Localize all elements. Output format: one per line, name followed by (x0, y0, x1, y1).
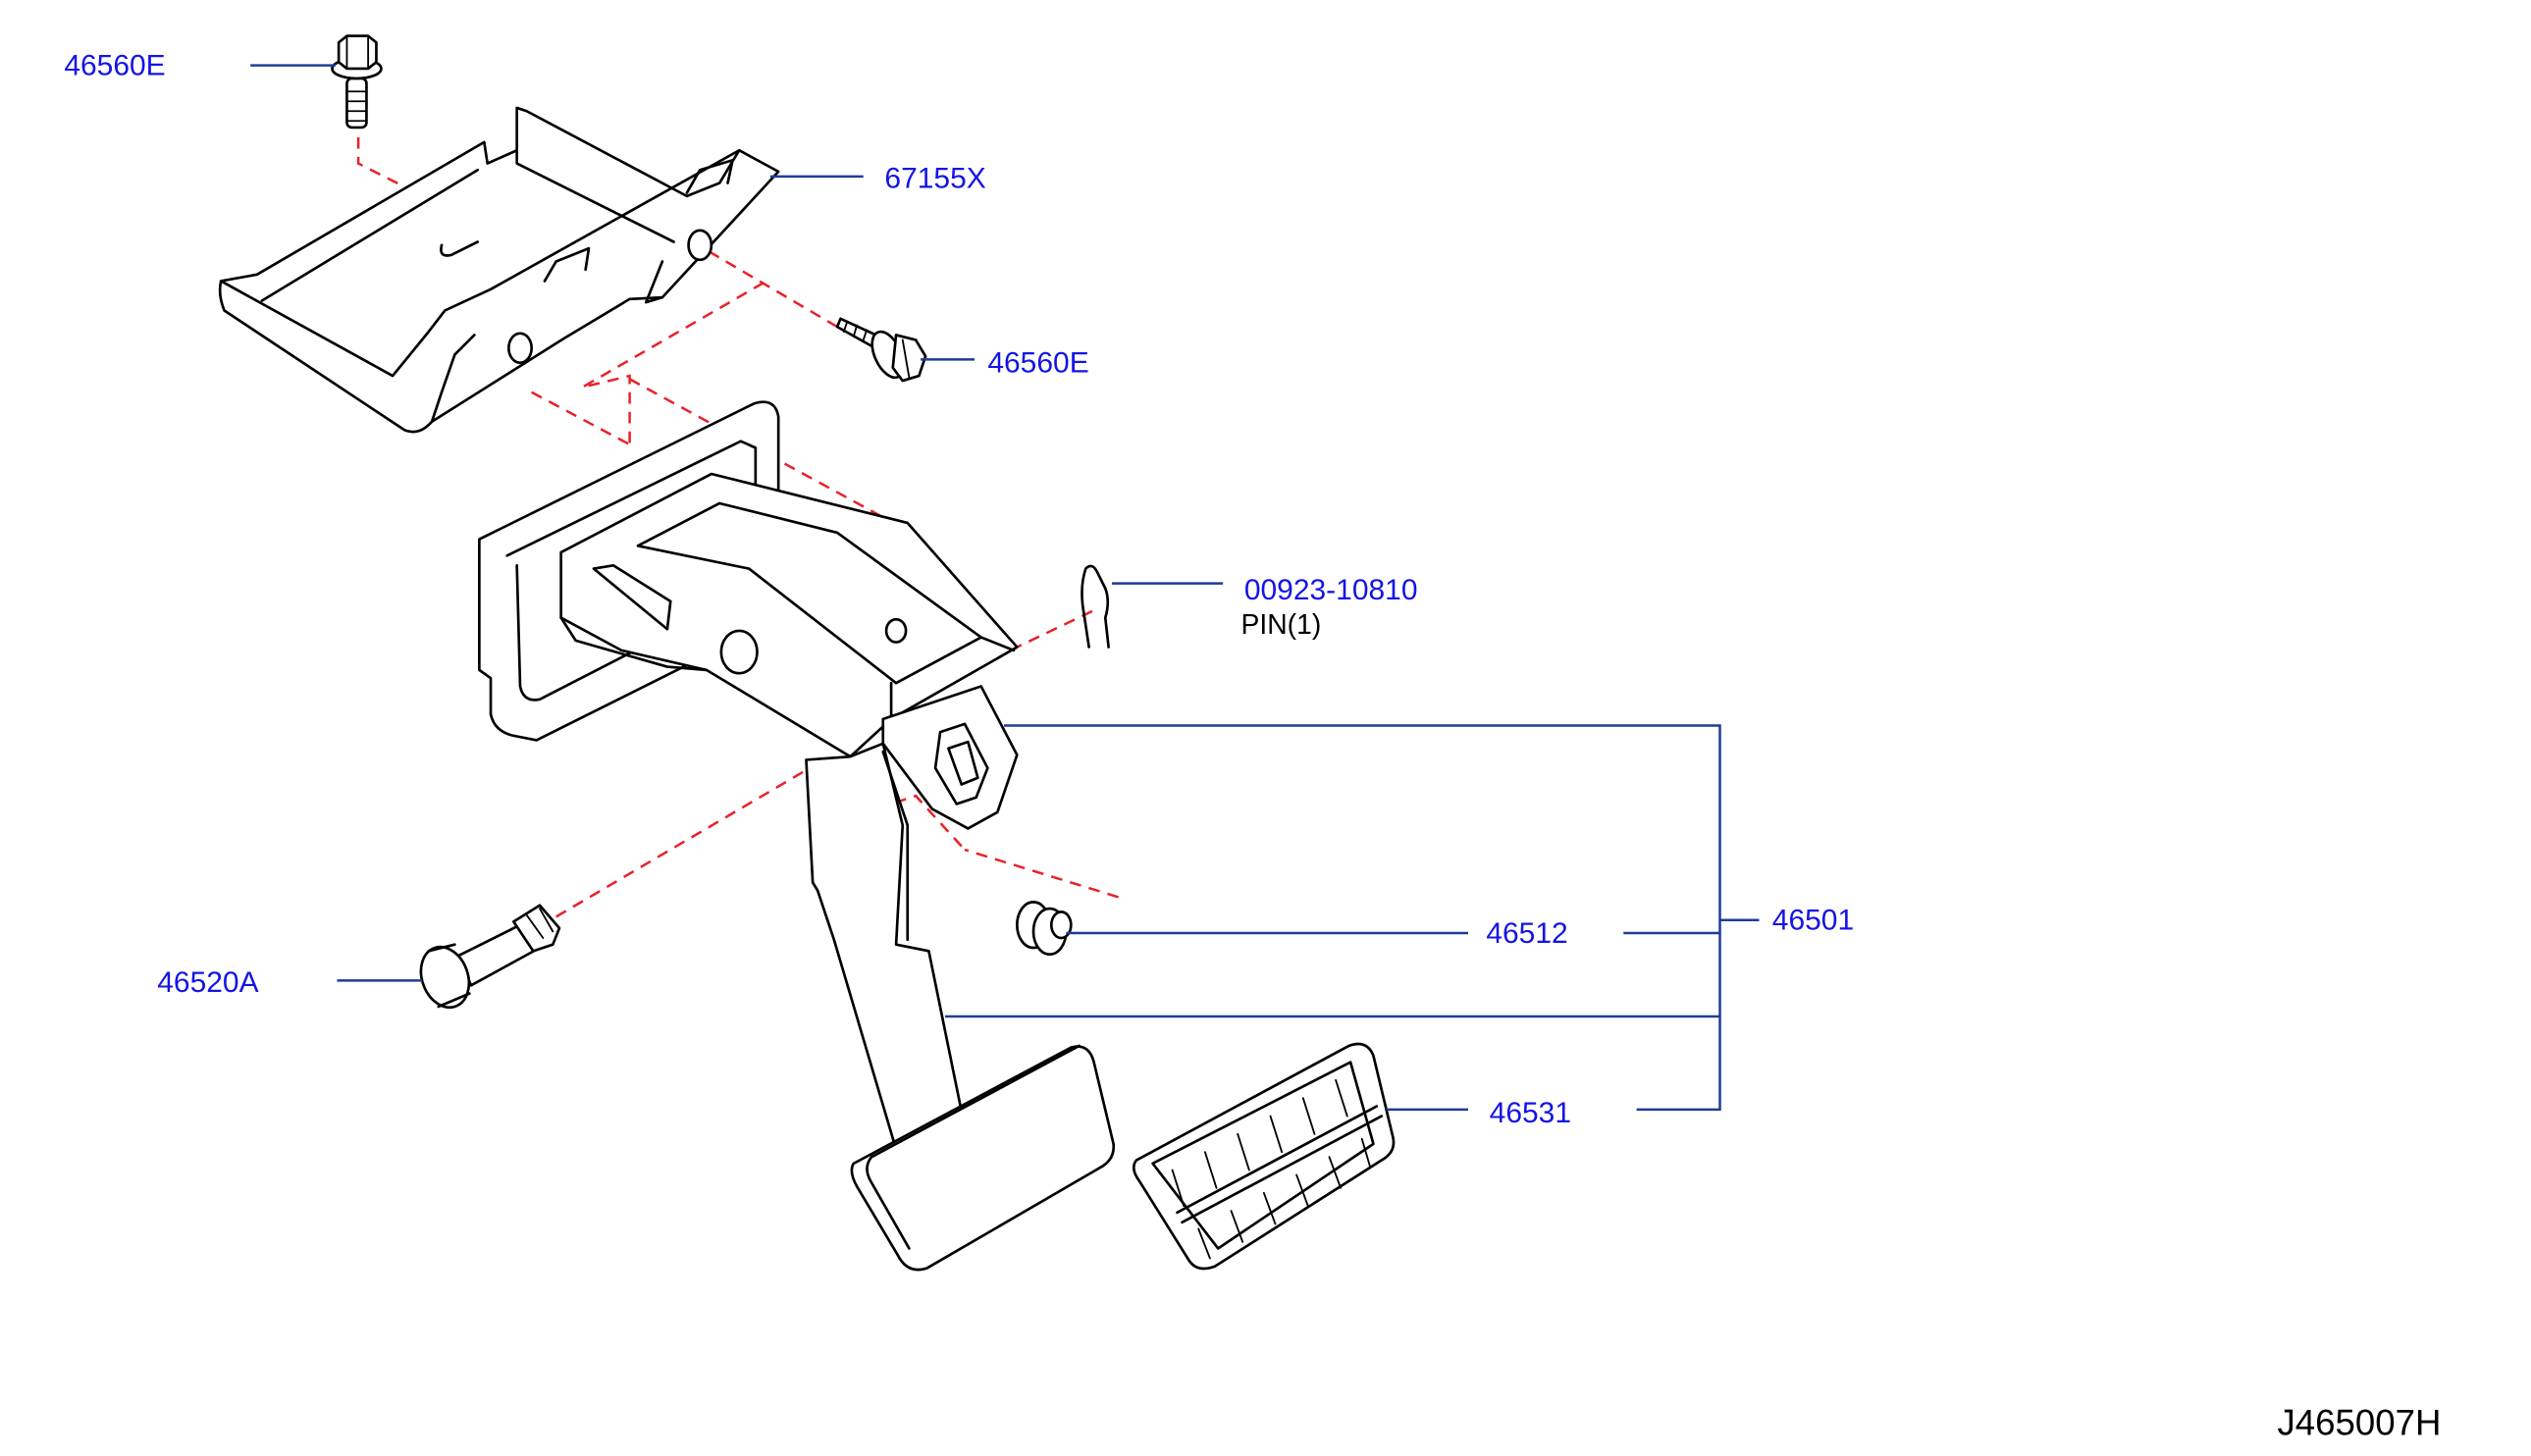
stopper-nut-edges (525, 908, 554, 939)
assembly-bracket-lines (945, 724, 1760, 1112)
pedal-pivot-knob (933, 722, 989, 806)
pedal-pad-center-groove (1176, 1105, 1384, 1224)
label-bolt-right: 46560E (987, 347, 1088, 380)
bolt-right-head-edge (901, 338, 911, 379)
assembly-line-right-bolt (706, 248, 838, 329)
bracket-tab-lower (543, 246, 591, 283)
bracket-tab-upper (685, 158, 734, 194)
pedal-pad-46531 (1132, 1042, 1396, 1271)
stopper-46520a (419, 904, 561, 1010)
bracket-67155x (218, 106, 780, 434)
label-bushing: 46512 (1486, 917, 1567, 950)
pedal-foot-plate-face (866, 1044, 1081, 1250)
pin-00923-10810 (1081, 564, 1110, 649)
label-bolt-top: 46560E (64, 50, 165, 82)
assembly-line-stopper (555, 760, 822, 918)
pin-clip (1081, 564, 1110, 649)
bracket-hole-right (687, 229, 713, 262)
label-pin-note: PIN(1) (1241, 608, 1322, 640)
bolt-right-head (891, 334, 927, 383)
pedal-assembly-46501 (805, 685, 1116, 1272)
pedal-box (478, 400, 1019, 758)
bracket-hole-left (507, 332, 534, 365)
bolt-right-46560e (835, 317, 927, 383)
assembly-line-bushing (875, 794, 1119, 899)
pedal-box-inner-frame (505, 440, 758, 702)
pedal-box-side-rib (559, 616, 709, 672)
bushing-face (1049, 910, 1073, 940)
callout-labels: 46560E 67155X 46560E 00923-10810 PIN(1) … (64, 50, 2441, 1443)
figure-code: J465007H (2277, 1402, 2441, 1442)
bracket-lip (219, 280, 493, 378)
label-bracket: 67155X (884, 163, 985, 195)
label-stopper: 46520A (157, 966, 258, 999)
bolt-right-threads (842, 321, 876, 346)
pedal-arm-edge (881, 750, 910, 942)
pedal-box-mount-hole (884, 617, 908, 644)
assembly-line-bracket-to-box-a (581, 282, 765, 445)
pedal-pad-ribs (1171, 1079, 1372, 1260)
bolt-top-46560e (331, 34, 383, 130)
assembly-line-pin (1016, 609, 1093, 649)
stopper-cap-side (427, 943, 471, 1009)
bushing-46512 (1016, 901, 1073, 957)
bolt-top-head (337, 34, 378, 71)
label-pin: 00923-10810 (1244, 574, 1418, 606)
pedal-foot-plate (850, 1045, 1116, 1272)
pedal-pivot-slot (947, 740, 979, 786)
pedal-box-vent (592, 563, 672, 631)
assembly-line-bracket-to-box-b (531, 390, 631, 446)
bracket-floor-slot (440, 240, 480, 257)
bolt-top-threads (345, 90, 368, 123)
bracket-tray (218, 106, 780, 434)
pedal-pad-inner-edge (1151, 1061, 1375, 1250)
leader-lines (250, 64, 1760, 1112)
pedal-box-boss (719, 629, 759, 675)
pedal-box-panel-edge (889, 636, 1016, 721)
label-pedal-assembly: 46501 (1772, 905, 1854, 937)
bolt-top-head-edges (345, 34, 370, 70)
label-pad: 46531 (1490, 1097, 1571, 1129)
stopper-cap (419, 945, 471, 1010)
